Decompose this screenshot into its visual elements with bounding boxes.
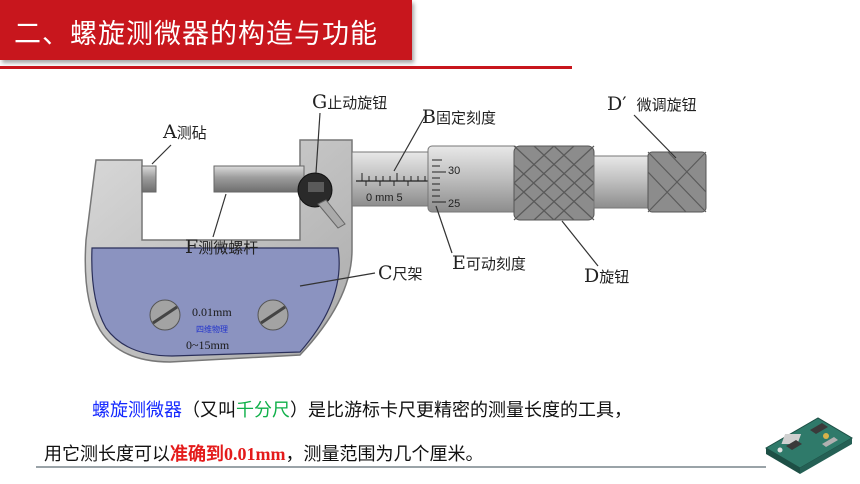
label-ratchet-text: 微调旋钮	[636, 96, 697, 114]
title-underline	[0, 66, 572, 69]
description-line-2: 用它测长度可以准确到0.01mm，测量范围为几个厘米。	[44, 440, 484, 466]
sleeve-ticks	[361, 173, 426, 186]
label-knob-text: 旋钮	[599, 268, 630, 286]
text-rest-1: ）是比游标卡尺更精密的测量长度的工具，	[290, 400, 632, 421]
label-spindle-text: 测微螺杆	[198, 239, 259, 257]
label-lock: G止动旋钮	[312, 91, 387, 113]
thimble-scale-bottom: 25	[448, 198, 461, 210]
text-open: （又叫	[182, 400, 236, 421]
bottom-rule	[36, 466, 766, 468]
label-spindle: F测微螺杆	[185, 236, 258, 258]
thimble-scale-top: 30	[448, 165, 461, 177]
thimble-ticks	[432, 159, 446, 203]
frame-precision: 0.01mm	[192, 305, 232, 319]
text-highlight: 准确到	[170, 444, 224, 465]
label-lock-letter: G	[312, 91, 328, 113]
label-anvil-letter: A	[163, 121, 177, 143]
description-line-1: 螺旋测微器（又叫千分尺）是比游标卡尺更精密的测量长度的工具，	[92, 396, 632, 422]
label-spindle-letter: F	[185, 236, 199, 258]
label-knob: D旋钮	[584, 265, 629, 287]
label-frame-letter: C	[378, 262, 393, 284]
text-precision-value: 0.01mm	[224, 444, 286, 464]
label-thimble: E可动刻度	[452, 252, 526, 274]
label-ratchet-letter: D′	[607, 93, 627, 115]
label-ratchet: D′ 微调旋钮	[607, 93, 697, 115]
anvil	[141, 165, 157, 193]
sleeve-scale-label: 0 mm 5	[366, 192, 403, 204]
frame-screw-right	[257, 299, 289, 331]
label-anvil-text: 测砧	[176, 124, 207, 142]
frame-screw-left	[149, 299, 181, 331]
text-rest-2: ，测量范围为几个厘米。	[285, 444, 484, 465]
circuit-board-icon	[765, 417, 853, 474]
sleeve	[351, 151, 437, 207]
label-sleeve: B固定刻度	[422, 106, 496, 128]
term-alias: 千分尺	[236, 400, 290, 421]
page-title: 二、螺旋测微器的构造与功能	[14, 19, 378, 50]
term-micrometer: 螺旋测微器	[92, 400, 182, 421]
label-knob-letter: D	[584, 265, 600, 287]
label-frame-text: 尺架	[392, 265, 423, 283]
label-thimble-text: 可动刻度	[465, 255, 526, 273]
label-anvil: A测砧	[163, 121, 207, 143]
label-sleeve-text: 固定刻度	[435, 109, 496, 127]
label-sleeve-letter: B	[422, 106, 436, 128]
title-banner: 二、螺旋测微器的构造与功能	[0, 0, 412, 60]
label-lock-text: 止动旋钮	[327, 94, 388, 112]
frame-range: 0~15mm	[186, 338, 230, 352]
frame-brand: 四维物理	[196, 325, 228, 334]
micrometer-illustration	[84, 112, 707, 363]
text-pre-2: 用它测长度可以	[44, 444, 170, 465]
spindle	[213, 165, 305, 193]
label-thimble-letter: E	[452, 252, 466, 274]
label-frame: C尺架	[378, 262, 423, 284]
